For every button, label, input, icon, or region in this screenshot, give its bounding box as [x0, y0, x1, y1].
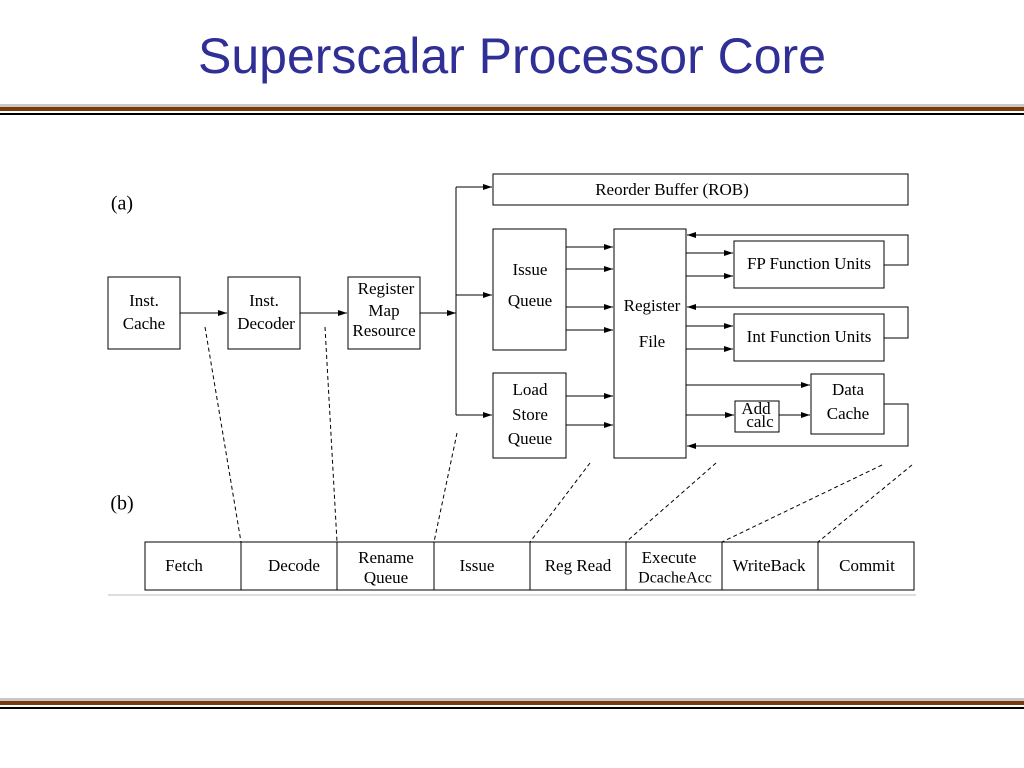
dispatch-bus: [455, 184, 492, 418]
register-file-block: Register File: [613, 228, 687, 459]
queue-to-regfile-arrows: [566, 244, 613, 428]
rob-label: Reorder Buffer (ROB): [595, 180, 749, 199]
data-cache-label-1: Data: [832, 380, 865, 399]
inst-cache-label-2: Cache: [123, 314, 165, 333]
register-map-block: Register Map Resource: [347, 276, 421, 350]
stage-fetch: Fetch: [165, 556, 203, 575]
inst-decoder-label-1: Inst.: [249, 291, 279, 310]
rob-block: Reorder Buffer (ROB): [492, 173, 909, 206]
issue-queue-label-1: Issue: [513, 260, 548, 279]
data-cache-label-2: Cache: [827, 404, 869, 423]
register-map-label-1: Register: [358, 279, 415, 298]
diagram-a-label: (a): [111, 193, 133, 215]
stage-rename-1: Rename: [358, 548, 414, 567]
fp-units-block: FP Function Units: [733, 240, 885, 289]
int-units-label: Int Function Units: [747, 327, 872, 346]
diagram-b-label: (b): [110, 493, 133, 515]
int-units-block: Int Function Units: [733, 313, 885, 362]
regfile-to-units-arrows: [686, 250, 810, 418]
inst-cache-label-1: Inst.: [129, 291, 159, 310]
register-map-label-2: Map: [368, 301, 399, 320]
stage-mapping-lines: [204, 326, 913, 543]
stage-commit: Commit: [839, 556, 895, 575]
stage-execute-2: DcacheAcc: [638, 570, 712, 587]
inst-decoder-label-2: Decoder: [237, 314, 295, 333]
pipeline-stage-table: Fetch Decode Rename Queue Issue Reg Read…: [144, 541, 915, 591]
inst-decoder-block: Inst. Decoder: [227, 276, 301, 350]
stage-writeback: WriteBack: [733, 556, 806, 575]
lsq-label-2: Store: [512, 405, 548, 424]
fp-units-label: FP Function Units: [747, 254, 871, 273]
inst-cache-block: Inst. Cache: [107, 276, 181, 350]
add-calc-block: Add calc: [734, 399, 780, 433]
slide-title: Superscalar Processor Core: [197, 28, 827, 84]
data-cache-block: Data Cache: [810, 373, 885, 435]
writeback-loops: [687, 232, 909, 449]
lsq-label-3: Queue: [508, 429, 552, 448]
lsq-label-1: Load: [513, 380, 548, 399]
bottom-rule: [0, 698, 1024, 709]
stage-issue: Issue: [460, 556, 495, 575]
register-map-label-3: Resource: [352, 321, 415, 340]
issue-queue-block: Issue Queue: [492, 228, 567, 351]
stage-reg-read: Reg Read: [545, 556, 612, 575]
add-calc-label-1: Add: [741, 399, 771, 418]
top-rule: [0, 104, 1024, 115]
stage-execute-1: Execute: [642, 548, 697, 567]
load-store-queue-block: Load Store Queue: [492, 372, 567, 459]
stage-rename-2: Queue: [364, 568, 408, 587]
stage-decode: Decode: [268, 556, 320, 575]
add-calc-label-2: calc: [746, 412, 774, 431]
issue-queue-label-2: Queue: [508, 291, 552, 310]
register-file-label-2: File: [639, 332, 665, 351]
register-file-label-1: Register: [624, 296, 681, 315]
